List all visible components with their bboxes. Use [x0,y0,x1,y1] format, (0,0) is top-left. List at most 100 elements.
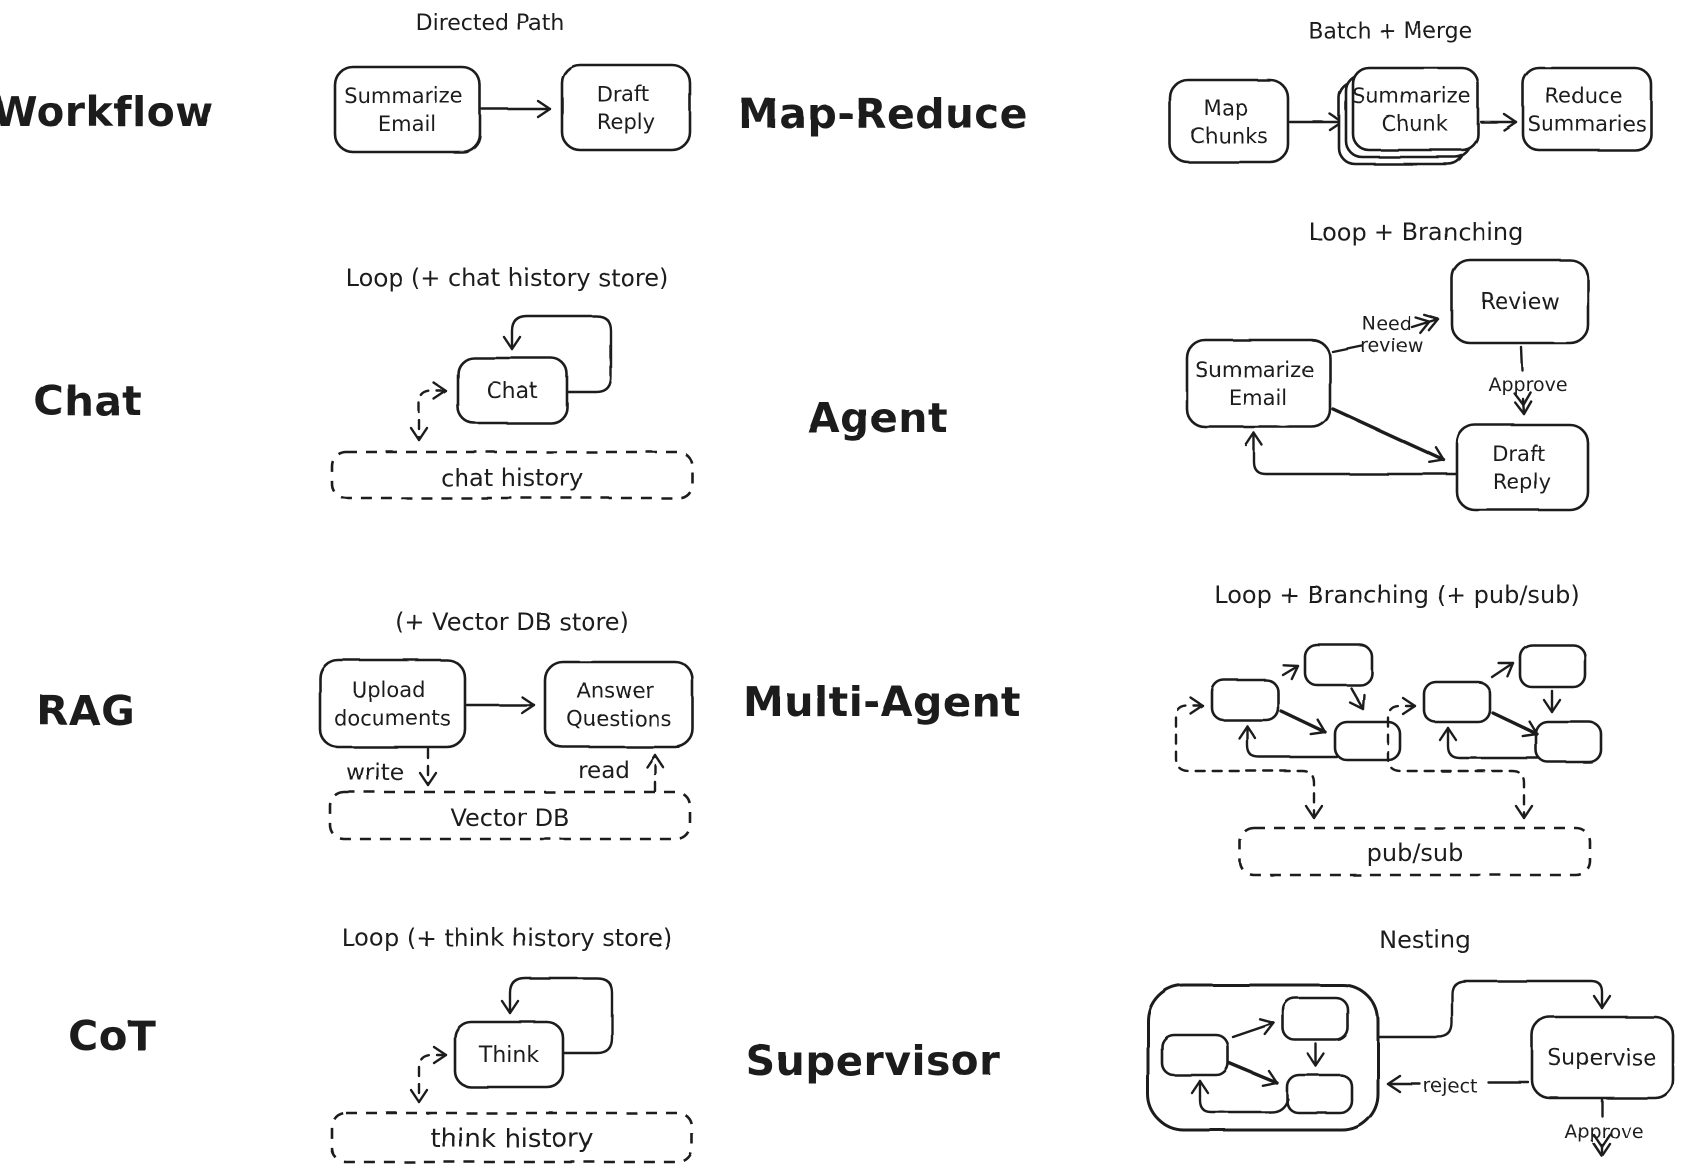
cluster2-pubsub-connector [1386,696,1534,820]
map-chunks-node [1168,78,1290,164]
cluster2-left-to-top-arrow [1490,661,1515,679]
nested-left-node [1160,1033,1230,1077]
multi-agent-title: Loop + Branching (+ pub/sub) [1214,581,1580,609]
cluster1-bottom-node [1333,720,1402,762]
workflow-label: Workflow [0,88,214,136]
answer-questions-line2: Questions [567,707,672,731]
nested-return-arrow [1190,1079,1290,1114]
supervisor-title: Nesting [1379,926,1471,954]
draft-to-summarize-return-arrow [1244,431,1459,476]
reject-edge-label: reject [1423,1075,1477,1097]
nested-top-node [1281,996,1350,1042]
review-to-draft-line [1519,345,1524,372]
cluster1-top-node [1303,643,1374,687]
workflow-section: Workflow Directed Path Summarize Email D… [0,11,692,154]
need-review-edge-label: Need review [1361,313,1424,357]
cluster1-left-node [1210,678,1280,722]
summarize-chunk-node [1351,66,1480,152]
think-history-store [330,1111,694,1164]
chat-history-store-label: chat history [441,464,584,492]
need-review-line2: review [1361,335,1424,357]
answer-questions-node [543,660,695,749]
chat-self-loop-arrow [502,314,613,394]
rag-title: (+ Vector DB store) [395,608,629,636]
agent-draft-reply-line2: Reply [1493,470,1551,494]
pubsub-store [1238,826,1592,877]
write-edge-label: write [346,760,404,786]
cluster1-left-to-top-arrow [1281,664,1300,681]
approve-arrow [1513,391,1533,416]
reduce-summaries-line1: Reduce [1545,84,1623,108]
think-self-loop-arrow [500,976,614,1055]
think-node-label: Think [478,1043,539,1068]
cluster2-left-node [1422,680,1492,724]
map-chunks-line1: Map [1203,96,1247,120]
agent-draft-reply-node [1455,423,1590,512]
multi-agent-section: Multi-Agent Loop + Branching (+ pub/sub) [743,581,1603,877]
nested-left-to-top-arrow [1231,1018,1276,1039]
agent-title: Loop + Branching [1309,218,1524,246]
map-reduce-label: Map-Reduce [738,90,1028,138]
think-history-connector [409,1045,448,1104]
multi-agent-cluster-left [1174,643,1402,820]
cluster2-return-arrow [1438,726,1540,760]
map-reduce-section: Map-Reduce Batch + Merge Map Chunks Summ… [738,19,1653,166]
cluster2-left-to-bottom-arrow [1491,711,1539,738]
map-reduce-title: Batch + Merge [1308,19,1472,44]
upload-documents-line1: Upload [352,678,426,702]
summarize-email-line1: Summarize [344,84,463,108]
rag-label: RAG [37,687,135,735]
draft-reply-node-label: Draft Reply [596,82,656,134]
summarize-to-draft-arrow [1331,407,1446,464]
summarize-chunk-node-label: Summarize Chunk [1352,84,1478,136]
agent-draft-reply-line1: Draft [1492,442,1545,466]
container-to-supervise-arrow [1376,979,1612,1039]
summarize-chunk-line1: Summarize [1352,84,1471,108]
agent-label: Agent [808,394,948,442]
agent-draft-reply-label: Draft Reply [1492,442,1552,494]
chat-node [456,356,569,425]
cluster2-bottom-node [1534,720,1603,764]
supervisor-section: Supervisor Nesting Supervise reject Appr… [746,926,1675,1158]
chat-node-label: Chat [486,379,538,404]
review-node-label: Review [1481,290,1560,315]
reduce-summaries-line2: Summaries [1528,112,1647,136]
chat-label: Chat [34,377,143,425]
reduce-summaries-node-label: Reduce Summaries [1528,84,1647,136]
multi-agent-label: Multi-Agent [743,678,1021,726]
supervisor-label: Supervisor [746,1037,1001,1085]
draft-reply-node [560,63,692,152]
draft-reply-line2: Reply [597,110,655,134]
cot-title: Loop (+ think history store) [342,924,673,952]
cluster1-pubsub-connector [1174,696,1324,820]
pubsub-store-label: pub/sub [1367,839,1464,867]
map-chunks-node-label: Map Chunks [1190,96,1268,148]
agent-summarize-email-line2: Email [1229,386,1287,410]
upload-documents-label: Upload documents [334,678,451,730]
approve-edge-label: Approve [1488,374,1567,396]
think-history-store-label: think history [430,1124,593,1154]
vector-db-store-label: Vector DB [450,804,569,832]
cluster2-top-node [1518,643,1587,689]
multi-agent-cluster-right [1386,643,1603,820]
chat-history-store [330,450,694,500]
cluster1-left-to-bottom-arrow [1279,709,1327,736]
answer-questions-line1: Answer [577,679,655,703]
upload-documents-node [318,658,467,749]
draft-reply-line1: Draft [596,82,649,106]
rag-section: RAG (+ Vector DB store) Upload documents… [37,608,695,841]
summarize-email-node-label: Summarize Email [344,84,470,136]
think-node [453,1020,565,1089]
summarize-email-node [333,65,482,154]
answer-questions-label: Answer Questions [567,679,672,731]
reduce-summaries-node [1521,66,1653,152]
need-review-line1: Need [1362,313,1412,335]
vector-db-store [328,790,692,841]
map-chunks-line2: Chunks [1190,124,1268,148]
cluster1-top-to-bottom-arrow [1348,686,1366,711]
chat-section: Chat Loop (+ chat history store) Chat ch… [34,264,694,500]
workflow-title: Directed Path [416,11,565,36]
upload-documents-line2: documents [334,706,451,730]
